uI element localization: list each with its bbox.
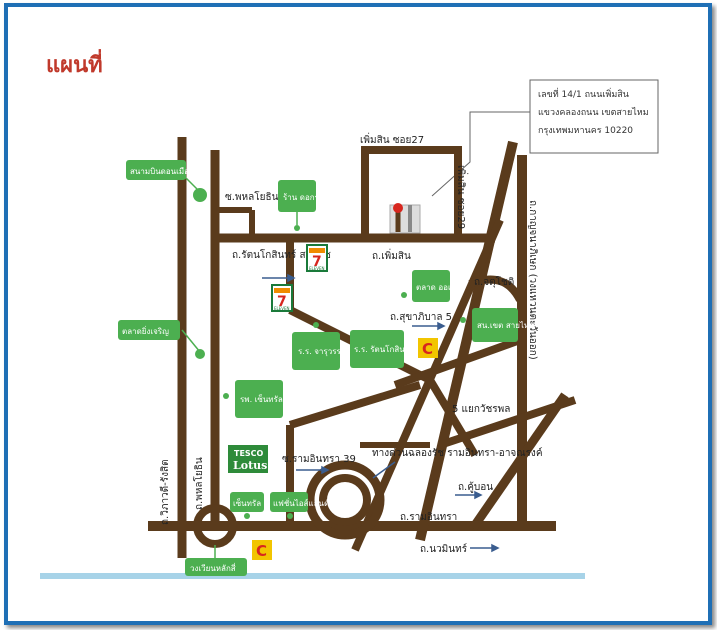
svg-text:7: 7 xyxy=(277,294,287,310)
road-label-ramintra: ถ.รามอินทรา xyxy=(400,512,457,523)
arrows xyxy=(262,273,500,553)
road-label-chodchoti: ถ.จตุโชติ xyxy=(474,275,514,288)
address-line-3: กรุงเทพมหานคร 10220 xyxy=(538,126,633,136)
landmark-central-hospital: รพ. เซ็นทรัล เยนเนอรัล xyxy=(223,380,321,418)
tesco-lotus-logo: TESCO Lotus xyxy=(228,445,268,473)
svg-text:C: C xyxy=(256,542,267,560)
svg-text:สน.เขต สายไหม: สน.เขต สายไหม xyxy=(477,321,534,330)
svg-text:ELEVEN: ELEVEN xyxy=(274,306,290,311)
svg-text:ร.ร. รัตนโกสินทร์: ร.ร. รัตนโกสินทร์ xyxy=(354,344,415,354)
address-line-2: แขวงคลองถนน เขตสายไหม xyxy=(538,107,649,118)
seven-eleven-logo: 7 ELEVEN xyxy=(306,244,328,272)
seven-eleven-logo: 7 ELEVEN xyxy=(271,284,293,312)
big-c-logo: C xyxy=(418,338,438,358)
svg-text:TESCO: TESCO xyxy=(234,449,264,458)
svg-text:Lotus: Lotus xyxy=(233,459,267,472)
laksi-circle xyxy=(193,504,237,548)
svg-text:เซ็นทรัล: เซ็นทรัล xyxy=(233,498,261,508)
road-label-overpass: ทางด่วนฉลองรัช รามอินทรา-อาจณรงค์ xyxy=(372,447,543,459)
address-line-1: เลขที่ 14/1 ถนนเพิ่มสิน xyxy=(538,87,629,100)
road-label-kanchana: ถ.กาญจนาภิเษก (วงแหวนตะวันออก) xyxy=(527,200,538,360)
road-network xyxy=(148,137,577,558)
svg-text:ร้าน ดอกรัก: ร้าน ดอกรัก xyxy=(283,193,324,202)
address-box: เลขที่ 14/1 ถนนเพิ่มสิน แขวงคลองถนน เขตส… xyxy=(431,79,659,197)
bottom-strip xyxy=(40,573,585,579)
svg-text:ตลาด ออเงิน: ตลาด ออเงิน xyxy=(416,283,461,292)
landmark-donmueang: สนามบินดอนเมือง xyxy=(126,160,207,202)
road-label-phahonyothin: ถ.พหลโยธิน xyxy=(192,457,205,510)
landmark-laksi-circle: วงเวียนหลักสี่ xyxy=(185,545,247,576)
svg-text:7: 7 xyxy=(312,254,322,270)
landmark-or-ngoen-market: ตลาด ออเงิน xyxy=(401,270,461,302)
landmark-jaruwan-school: ร.ร. จารุวรรณ xyxy=(292,322,349,370)
landmark-centrals: เซ็นทรัล xyxy=(230,492,264,519)
road-label-nawamin: ถ.นวมินทร์ xyxy=(420,543,468,555)
road-label-soi29: เพิ่มสิน ซอย29 xyxy=(455,165,469,229)
landmark-flower-shop: ร้าน ดอกรัก xyxy=(278,180,324,231)
svg-text:สนามบินดอนเมือง: สนามบินดอนเมือง xyxy=(130,167,193,176)
road-label-khubon: ถ.คู้บอน xyxy=(458,481,493,493)
landmark-rattanakosin-school: ร.ร. รัตนโกสินทร์ xyxy=(350,330,415,368)
svg-text:C: C xyxy=(422,340,433,358)
svg-text:วงเวียนหลักสี่: วงเวียนหลักสี่ xyxy=(190,562,236,573)
landmark-yingcharoen-market: ตลาดยิ่งเจริญ xyxy=(118,320,205,359)
svg-text:รพ. เซ็นทรัล เยนเนอรัล: รพ. เซ็นทรัล เยนเนอรัล xyxy=(240,394,321,404)
svg-text:แฟชั่นไอส์แลนด์: แฟชั่นไอส์แลนด์ xyxy=(273,497,329,508)
landmark-saimai-district: สน.เขต สายไหม xyxy=(460,308,534,342)
page-title: แผนที่ xyxy=(46,48,103,78)
location-marker xyxy=(389,203,421,234)
road-label-phoemsin: ถ.เพิ่มสิน xyxy=(372,248,411,262)
svg-text:ร.ร. จารุวรรณ: ร.ร. จารุวรรณ xyxy=(298,347,349,356)
road-label-soi27: เพิ่มสิน ซอย27 xyxy=(360,132,424,146)
road-label-ramintra39: ซ.รามอินทรา 39 xyxy=(282,454,356,465)
overpass-interchange xyxy=(305,460,385,540)
road-label-vibhavadi: ถ.วิภาวดี-รังสิต xyxy=(159,459,171,525)
road-label-sukhapiban: ถ.สุขาภิบาล 5 xyxy=(390,312,452,323)
landmark-fashion-island: แฟชั่นไอส์แลนด์ xyxy=(270,492,329,519)
svg-text:ตลาดยิ่งเจริญ: ตลาดยิ่งเจริญ xyxy=(122,325,169,336)
big-c-logo: C xyxy=(252,540,272,560)
road-label-watcharaphon: 5 แยกวัชรพล xyxy=(452,404,510,415)
svg-text:ELEVEN: ELEVEN xyxy=(309,266,325,271)
